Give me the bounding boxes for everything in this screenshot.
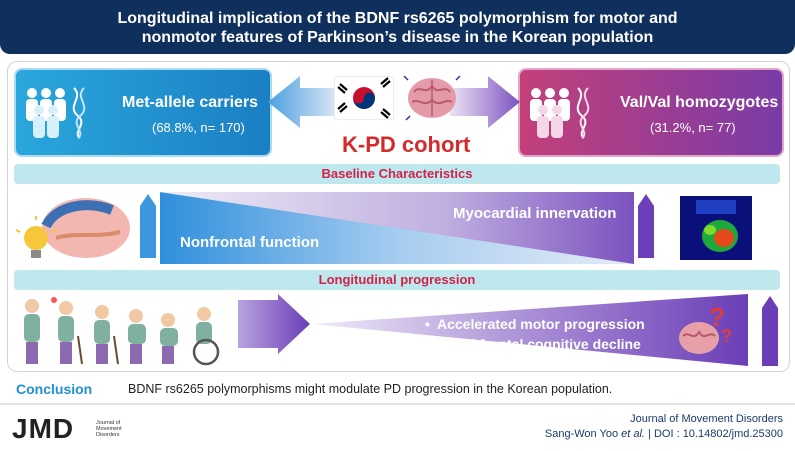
met-allele-label: Met-allele carriers	[122, 94, 259, 111]
progression-bullets: •Accelerated motor progression •Rapid fr…	[425, 314, 645, 354]
baseline-wedge	[140, 192, 654, 264]
myocardial-scan-image	[680, 196, 752, 260]
author-name: Sang-Won Yoo	[544, 428, 619, 440]
bullet-item: •Rapid frontal cognitive decline	[425, 336, 641, 352]
myocardial-label: Myocardial innervation	[453, 205, 617, 222]
progression-arrow	[238, 294, 778, 366]
cognitive-decline-text: Rapid frontal cognitive decline	[437, 336, 641, 352]
bullet-item: •Accelerated motor progression	[425, 316, 645, 332]
jmd-logo: JMD	[12, 413, 75, 444]
title-line-2: nonmotor features of Parkinson’s disease…	[141, 29, 654, 46]
aging-people-illustration	[24, 297, 220, 366]
nonfrontal-label: Nonfrontal function	[180, 234, 320, 251]
longitudinal-heading: Longitudinal progression	[14, 270, 780, 290]
doi-text: | DOI : 10.14802/jmd.25300	[645, 428, 783, 440]
baseline-heading: Baseline Characteristics	[14, 164, 780, 184]
people-group-icon	[530, 87, 590, 139]
korean-flag-icon	[334, 76, 394, 120]
people-group-icon	[26, 87, 86, 139]
brain-lightbulb-icon	[16, 198, 130, 258]
split-arrows	[268, 76, 520, 128]
val-val-stats: (31.2%, n= 77)	[650, 120, 736, 135]
brain-icon	[403, 75, 461, 121]
val-val-box: Val/Val homozygotes (31.2%, n= 77)	[518, 68, 784, 157]
met-allele-stats: (68.8%, n= 170)	[152, 120, 245, 135]
et-al: et al.	[621, 428, 645, 440]
val-val-label: Val/Val homozygotes	[620, 94, 779, 111]
brain-question-icon: ? ?	[679, 302, 732, 354]
citation-line: Sang-Won Yoo et al. | DOI : 10.14802/jmd…	[545, 428, 783, 440]
svg-text:?: ?	[721, 326, 732, 346]
page-title: Longitudinal implication of the BDNF rs6…	[0, 9, 795, 47]
title-line-1: Longitudinal implication of the BDNF rs6…	[117, 10, 678, 27]
met-allele-box: Met-allele carriers (68.8%, n= 170)	[14, 68, 272, 157]
svg-text:?: ?	[709, 302, 725, 332]
footer-divider	[0, 403, 795, 405]
journal-name: Journal of Movement Disorders	[630, 413, 783, 425]
jmd-logo-subtitle: Journal of Movement Disorders	[96, 420, 122, 438]
conclusion-label: Conclusion	[16, 381, 93, 397]
header-banner: Longitudinal implication of the BDNF rs6…	[0, 0, 795, 54]
conclusion-text: BDNF rs6265 polymorphisms might modulate…	[128, 382, 613, 396]
motor-progression-text: Accelerated motor progression	[437, 316, 645, 332]
cohort-label: K-PD cohort	[342, 132, 471, 157]
